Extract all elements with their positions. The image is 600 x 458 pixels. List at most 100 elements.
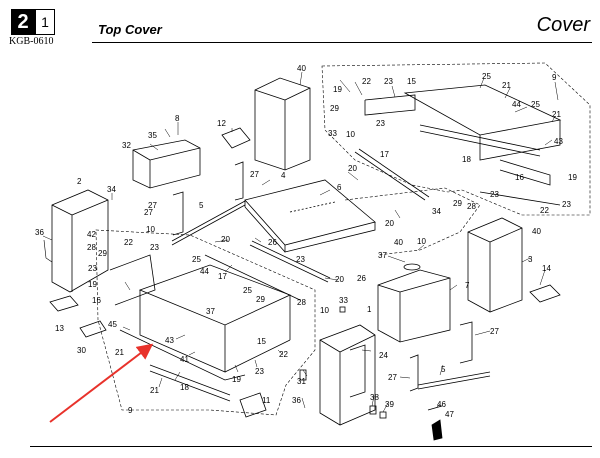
callout-label: 23 (384, 77, 393, 86)
callout-label: 41 (180, 355, 189, 364)
callout-label: 23 (296, 255, 305, 264)
plate-13 (49, 295, 79, 312)
callout-label: 29 (453, 199, 462, 208)
callout-label: 16 (92, 296, 101, 305)
upper-top-cover-panel (403, 84, 562, 136)
callout-label: 42 (87, 230, 96, 239)
callout-label: 24 (379, 351, 388, 360)
footer-rule (30, 446, 592, 447)
callout-label: 12 (217, 119, 226, 128)
callout-label: 23 (88, 264, 97, 273)
callout-label: 23 (562, 200, 571, 209)
plate-11 (239, 392, 267, 418)
box-cover-7 (377, 269, 451, 343)
callout-label: 26 (268, 238, 277, 247)
callout-label: 23 (376, 119, 385, 128)
bracket-27-b (234, 161, 244, 201)
side-panel-4 (254, 77, 311, 171)
callout-label: 20 (385, 219, 394, 228)
callout-label: 22 (279, 350, 288, 359)
callout-label: 14 (542, 264, 551, 273)
plate-12 (221, 127, 251, 149)
callout-label: 27 (388, 373, 397, 382)
callout-label: 37 (378, 251, 387, 260)
callout-label: 33 (328, 129, 337, 138)
front-cover-1 (319, 324, 376, 426)
callout-label: 23 (150, 243, 159, 252)
callout-label: 18 (180, 383, 189, 392)
upper-top-cover-edge (479, 120, 561, 161)
plate-14 (529, 284, 561, 303)
callout-label: 23 (255, 367, 264, 376)
bracket-8 (132, 139, 201, 189)
callout-label: 19 (333, 85, 342, 94)
callout-label: 27 (144, 208, 153, 217)
part-36 (43, 239, 53, 263)
callout-label: 31 (297, 377, 306, 386)
callout-label: 22 (362, 77, 371, 86)
callout-label: 17 (380, 150, 389, 159)
callout-label: 46 (437, 400, 446, 409)
callout-label: 44 (512, 100, 521, 109)
callout-label: 29 (330, 104, 339, 113)
header-rule (92, 42, 592, 44)
rod-5-left (171, 204, 246, 246)
callout-label: 19 (568, 173, 577, 182)
callout-label: 27 (490, 327, 499, 336)
bracket-27-c (459, 321, 473, 364)
callout-label: 20 (221, 235, 230, 244)
callout-label: 26 (357, 274, 366, 283)
lower-rail-43 (119, 329, 246, 381)
callout-label: 1 (367, 305, 372, 314)
bracket-27-a (172, 191, 184, 236)
callout-label: 40 (297, 64, 306, 73)
category-title: Cover (536, 14, 590, 36)
callout-label: 3 (528, 255, 533, 264)
callout-label: 22 (540, 206, 549, 215)
callout-label: 21 (502, 81, 511, 90)
lower-top-cover-panel (138, 264, 292, 326)
part-38 (369, 405, 377, 415)
callout-label: 25 (531, 100, 540, 109)
top-plate-6 (244, 179, 376, 246)
right-assembly-boundary (344, 187, 481, 256)
callout-label: 33 (339, 296, 348, 305)
callout-label: 13 (55, 324, 64, 333)
callout-label: 16 (515, 173, 524, 182)
callout-label: 7 (465, 281, 470, 290)
callout-label: 36 (35, 228, 44, 237)
callout-label: 10 (320, 306, 329, 315)
plate-30 (79, 320, 107, 338)
callout-label: 40 (532, 227, 541, 236)
cap-37 (403, 263, 421, 271)
callout-label: 34 (107, 185, 116, 194)
lower-frame-16 (109, 254, 156, 306)
callout-label: 43 (165, 336, 174, 345)
callout-label: 28 (87, 243, 96, 252)
callout-label: 29 (256, 295, 265, 304)
callout-label: 38 (370, 393, 379, 402)
callout-label: 32 (122, 141, 131, 150)
callout-label: 2 (77, 177, 82, 186)
part-46 (427, 405, 443, 411)
callout-label: 25 (243, 286, 252, 295)
callout-label: 40 (394, 238, 403, 247)
callout-label: 23 (490, 190, 499, 199)
bracket-24 (349, 344, 366, 398)
callout-label: 37 (206, 307, 215, 316)
callout-label: 17 (218, 272, 227, 281)
part-33 (339, 306, 346, 313)
side-cover-2 (51, 189, 109, 293)
upper-assembly-boundary (321, 62, 591, 216)
callout-label: 27 (250, 170, 259, 179)
callout-label: 21 (150, 386, 159, 395)
callout-label: 9 (128, 406, 133, 415)
callout-label: 36 (292, 396, 301, 405)
upper-frame-rail (364, 94, 416, 116)
lower-rail-18 (149, 364, 231, 396)
page-title: Top Cover (98, 22, 162, 37)
callout-label: 19 (88, 280, 97, 289)
bar-5-lower (417, 371, 491, 386)
callout-label: 5 (441, 365, 446, 374)
